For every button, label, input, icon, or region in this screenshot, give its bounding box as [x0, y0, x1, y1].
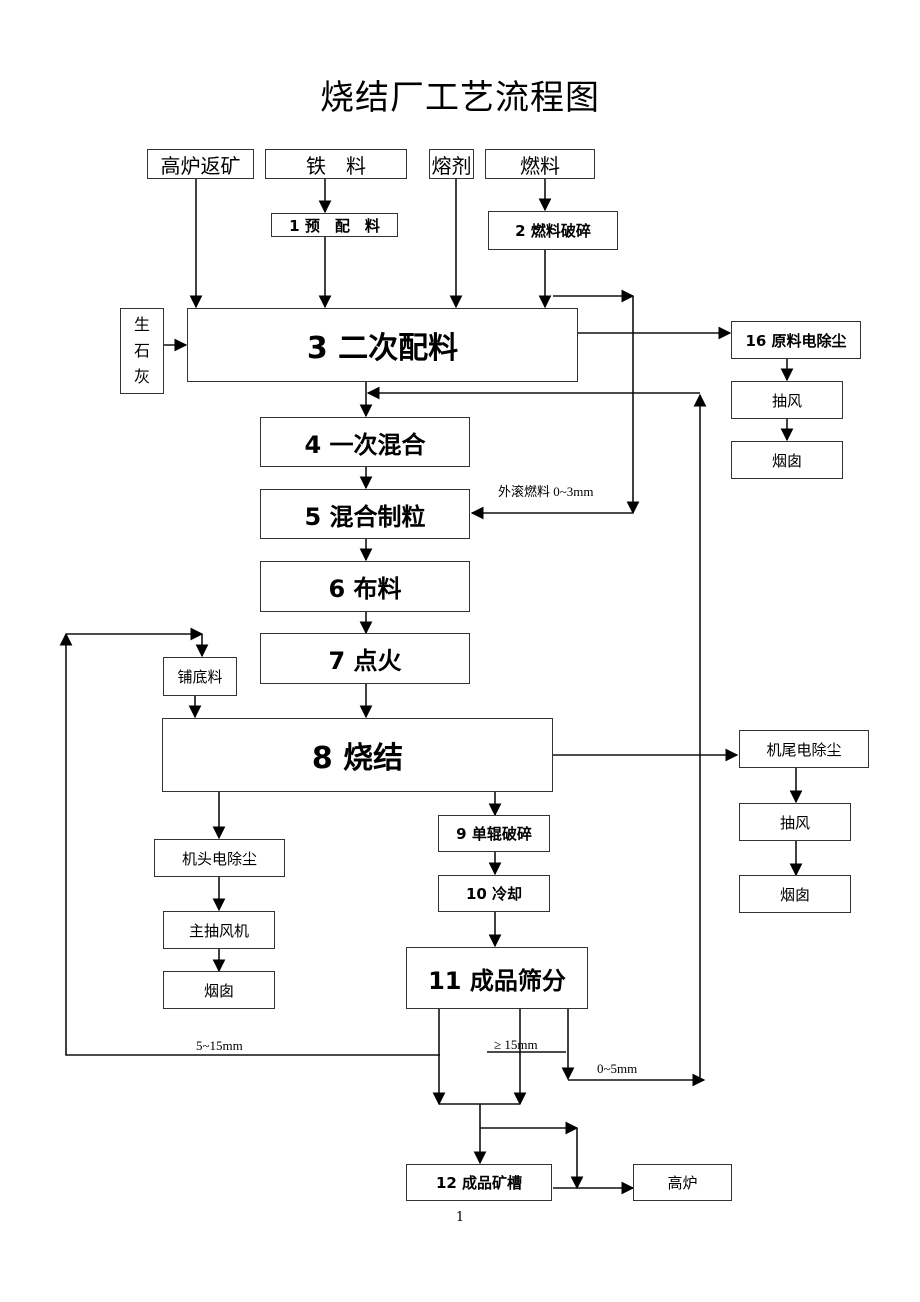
- quicklime-char-2: 石: [133, 341, 150, 360]
- dedust-head-fan-label: 主抽风机: [188, 921, 249, 940]
- sintering-label: 8 烧结: [311, 741, 404, 776]
- page-number: 1: [455, 1210, 465, 1225]
- distribution-label: 6 布料: [328, 575, 402, 603]
- dedust-tail-fan: 抽风: [739, 803, 851, 841]
- dedust-tail-chimney-label: 烟囱: [779, 885, 810, 904]
- process-hearth-layer: 铺底料: [163, 657, 237, 696]
- hearth-layer-label: 铺底料: [177, 668, 223, 686]
- process-cooling: 10 冷却: [438, 875, 550, 912]
- dedust-raw-chimney-label: 烟囱: [771, 451, 802, 470]
- dedust-raw-fan: 抽风: [731, 381, 843, 419]
- input-flux-label: 熔剂: [431, 153, 472, 178]
- secondary-batching-label: 3 二次配料: [306, 331, 459, 366]
- single-roll-crushing-label: 9 单辊破碎: [456, 825, 532, 843]
- mixing-granulation-label: 5 混合制粒: [304, 502, 426, 531]
- label-size-5-15: 5~15mm: [196, 1038, 243, 1053]
- input-iron-material: 铁 料: [265, 149, 407, 179]
- process-fuel-crushing: 2 燃料破碎: [488, 211, 618, 250]
- process-primary-mixing: 4 一次混合: [260, 417, 470, 467]
- process-pre-batching: 1 预 配 料: [271, 213, 398, 237]
- cooling-label: 10 冷却: [465, 885, 523, 903]
- dedust-raw-unit-label: 16 原料电除尘: [745, 331, 847, 350]
- dedust-head-chimney-label: 烟囱: [203, 981, 234, 1000]
- arrow-hearth-return-up: [59, 632, 440, 1056]
- product-screening-label: 11 成品筛分: [428, 966, 566, 995]
- input-fuel: 燃料: [485, 149, 595, 179]
- dedust-tail-unit: 机尾电除尘: [739, 730, 869, 768]
- pre-batching-label: 1 预 配 料: [289, 216, 380, 235]
- ignition-label: 7 点火: [328, 647, 402, 675]
- process-mixing-granulation: 5 混合制粒: [260, 489, 470, 539]
- process-blast-furnace: 高炉: [633, 1164, 732, 1201]
- input-fuel-label: 燃料: [520, 153, 560, 178]
- dedust-head-chimney: 烟囱: [163, 971, 275, 1009]
- input-return-ore-label: 高炉返矿: [160, 153, 241, 178]
- quicklime-char-1: 生: [133, 315, 150, 334]
- input-iron-material-label: 铁 料: [306, 153, 366, 178]
- label-outer-fuel: 外滚燃料 0~3mm: [498, 484, 594, 499]
- primary-mixing-label: 4 一次混合: [304, 430, 426, 459]
- dedust-tail-unit-label: 机尾电除尘: [766, 740, 842, 759]
- process-product-bin: 12 成品矿槽: [406, 1164, 552, 1201]
- dedust-raw-unit: 16 原料电除尘: [731, 321, 861, 359]
- dedust-raw-chimney: 烟囱: [731, 441, 843, 479]
- process-single-roll-crushing: 9 单辊破碎: [438, 815, 550, 852]
- blast-furnace-label: 高炉: [667, 1174, 698, 1192]
- input-flux: 熔剂: [429, 149, 474, 179]
- process-sintering: 8 烧结: [162, 718, 553, 792]
- label-size-ge15: ≥ 15mm: [494, 1037, 538, 1052]
- input-return-ore: 高炉返矿: [147, 149, 254, 179]
- dedust-head-fan: 主抽风机: [163, 911, 275, 949]
- product-bin-label: 12 成品矿槽: [435, 1174, 523, 1192]
- process-secondary-batching: 3 二次配料: [187, 308, 578, 382]
- input-quicklime: 生 石 灰: [120, 308, 164, 394]
- label-size-0-5: 0~5mm: [597, 1061, 638, 1076]
- dedust-head-unit: 机头电除尘: [154, 839, 285, 877]
- page-title: 烧结厂工艺流程图: [320, 78, 600, 118]
- quicklime-char-3: 灰: [133, 367, 150, 386]
- process-product-screening: 11 成品筛分: [406, 947, 588, 1009]
- process-ignition: 7 点火: [260, 633, 470, 684]
- fuel-crushing-label: 2 燃料破碎: [515, 222, 591, 240]
- dedust-head-unit-label: 机头电除尘: [181, 849, 257, 868]
- dedust-tail-chimney: 烟囱: [739, 875, 851, 913]
- process-distribution: 6 布料: [260, 561, 470, 612]
- dedust-raw-fan-label: 抽风: [771, 391, 802, 410]
- dedust-tail-fan-label: 抽风: [779, 813, 810, 832]
